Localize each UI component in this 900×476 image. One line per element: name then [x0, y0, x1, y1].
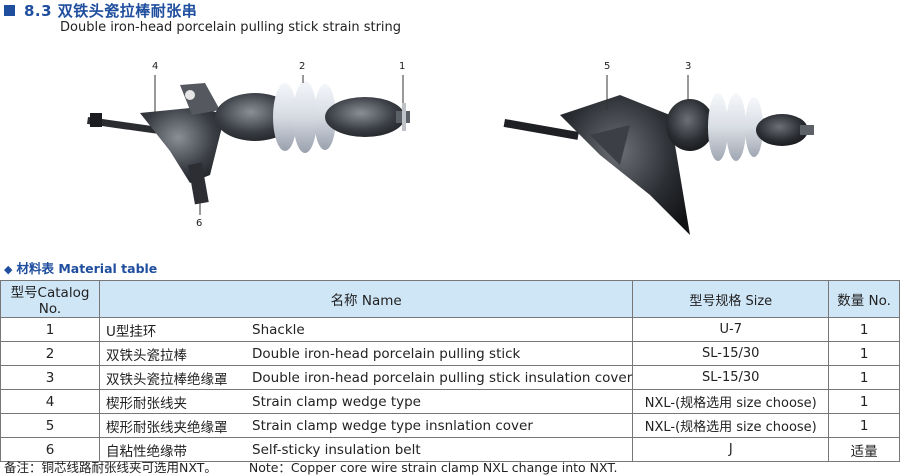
cell-catalog: 4 [0, 389, 100, 414]
diamond-bullet-icon: ◆ [4, 263, 13, 276]
cell-name-en: Self-sticky insulation belt [252, 437, 634, 462]
cell-size: J [632, 437, 830, 462]
strain-string-drawing-right [503, 75, 814, 235]
assembly-illustration-left: 4 2 1 6 [80, 55, 420, 235]
callout-6: 6 [196, 218, 203, 229]
cell-qty: 1 [828, 389, 900, 414]
page-header: 8.3 双铁头瓷拉棒耐张串 Double iron-head porcelain… [0, 0, 900, 44]
table-row: 5 楔形耐张线夹绝缘罩 Strain clamp wedge type insn… [0, 413, 900, 438]
cell-size: SL-15/30 [632, 365, 830, 390]
cell-catalog: 1 [0, 317, 100, 342]
table-row: 1 U型挂环 Shackle U-7 1 [0, 317, 900, 342]
footnote-en: Note：Copper core wire strain clamp NXL c… [248, 460, 618, 475]
cell-name-cn: U型挂环 [99, 317, 252, 342]
section-subtitle: Double iron-head porcelain pulling stick… [60, 20, 402, 35]
cell-size: NXL-(规格选用 size choose) [632, 389, 830, 414]
cell-name-en: Shackle [252, 317, 634, 342]
table-row: 2 双铁头瓷拉棒 Double iron-head porcelain pull… [0, 341, 900, 366]
material-table-heading: ◆材料表 Material table [4, 258, 157, 277]
cell-qty: 1 [828, 365, 900, 390]
table-row: 4 楔形耐张线夹 Strain clamp wedge type NXL-(规格… [0, 389, 900, 414]
footnote: 备注：铜芯线路耐张线夹可选用NXT。 Note：Copper core wire … [4, 457, 618, 476]
cell-qty: 1 [828, 317, 900, 342]
assembly-illustration-right: 5 3 [500, 55, 820, 245]
cell-catalog: 5 [0, 413, 100, 438]
cell-size: NXL-(规格选用 size choose) [632, 413, 830, 438]
cell-name-en: Strain clamp wedge type [252, 389, 634, 414]
cell-qty: 适量 [828, 437, 900, 462]
cell-name-cn: 双铁头瓷拉棒绝缘罩 [99, 365, 252, 390]
callout-5: 5 [604, 61, 611, 72]
cell-catalog: 6 [0, 437, 100, 462]
col-catalog-header: 型号Catalog No. [0, 280, 100, 318]
cell-qty: 1 [828, 413, 900, 438]
col-qty-header: 数量 No. [828, 280, 900, 318]
cell-size: U-7 [632, 317, 830, 342]
col-size-header: 型号规格 Size [632, 280, 830, 318]
footnote-cn: 备注：铜芯线路耐张线夹可选用NXT。 [4, 460, 217, 475]
material-table-heading-text: 材料表 Material table [16, 261, 158, 276]
section-square-icon [4, 5, 15, 16]
cell-name-en: Strain clamp wedge type insnlation cover [252, 413, 634, 438]
strain-string-drawing-left [87, 75, 410, 215]
cell-name-cn: 楔形耐张线夹绝缘罩 [99, 413, 252, 438]
cell-name-cn: 双铁头瓷拉棒 [99, 341, 252, 366]
callout-1: 1 [399, 61, 406, 72]
table-header-row: 型号Catalog No. 名称 Name 型号规格 Size 数量 No. [0, 280, 900, 318]
cell-name-en: Double iron-head porcelain pulling stick [252, 341, 634, 366]
cell-name-cn: 自粘性绝缘带 [99, 437, 252, 462]
callout-2: 2 [299, 61, 306, 72]
col-name-header: 名称 Name [98, 280, 634, 318]
table-row: 6 自粘性绝缘带 Self-sticky insulation belt J 适… [0, 437, 900, 462]
cell-qty: 1 [828, 341, 900, 366]
cell-name-cn: 楔形耐张线夹 [99, 389, 252, 414]
callout-3: 3 [685, 61, 692, 72]
section-title: 8.3 双铁头瓷拉棒耐张串 [24, 2, 198, 20]
callout-4: 4 [152, 61, 159, 72]
cell-name-en: Double iron-head porcelain pulling stick… [252, 365, 634, 390]
table-row: 3 双铁头瓷拉棒绝缘罩 Double iron-head porcelain p… [0, 365, 900, 390]
cell-size: SL-15/30 [632, 341, 830, 366]
material-table: 型号Catalog No. 名称 Name 型号规格 Size 数量 No. 1… [0, 280, 900, 462]
cell-catalog: 2 [0, 341, 100, 366]
cell-catalog: 3 [0, 365, 100, 390]
